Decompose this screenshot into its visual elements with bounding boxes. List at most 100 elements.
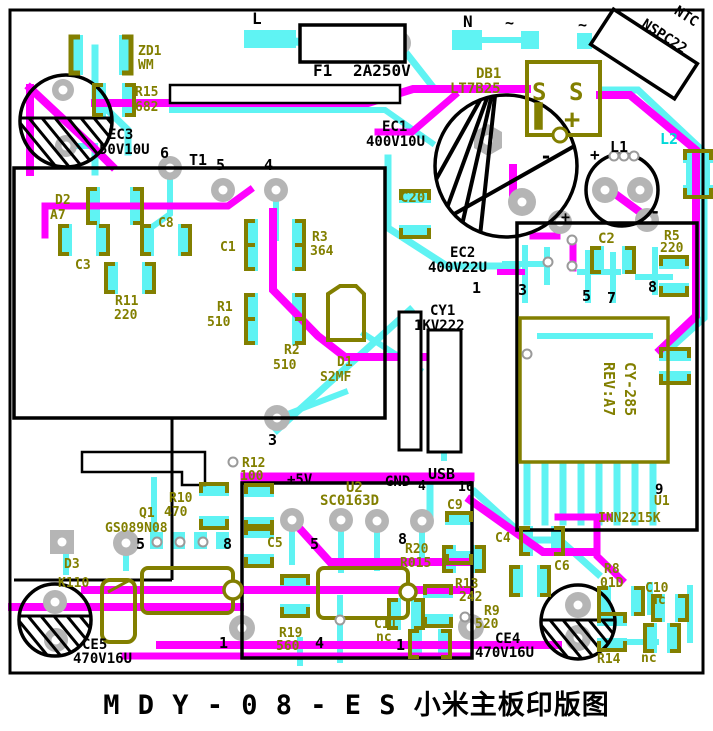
smd-pad-bracket <box>133 187 144 225</box>
silkscreen-label: R2 <box>284 343 300 358</box>
designator-label: +5V <box>287 472 313 488</box>
silkscreen-label: C11 <box>374 617 398 632</box>
silkscreen-label: R8 <box>604 562 620 577</box>
designator-label: 5 <box>310 535 319 553</box>
silkscreen-label: 242 <box>459 590 482 605</box>
smd-pad-bracket <box>122 34 134 76</box>
smd-pad-bracket <box>244 483 274 494</box>
smd-pad-bracket <box>634 586 645 616</box>
silkscreen-label: 682 <box>135 100 158 115</box>
silkscreen-label: 220 <box>660 241 684 256</box>
module-cy285-outline <box>518 316 670 464</box>
smd-pad-bracket <box>475 545 486 573</box>
silkscreen-label: S2MF <box>320 370 351 385</box>
pad-hole <box>121 538 131 548</box>
slot-bottom <box>80 450 207 487</box>
polarity-hatch <box>435 95 577 237</box>
via-holes <box>151 150 640 626</box>
silkscreen-label: nc <box>376 630 392 645</box>
designator-label: USB <box>428 465 455 483</box>
diode-d1-outline <box>326 284 366 342</box>
pad-hole <box>57 537 67 547</box>
silkscreen-label: 100 <box>240 469 264 484</box>
silkscreen-label: C8 <box>158 216 174 231</box>
silkscreen-label: 470 <box>164 505 188 520</box>
transformer-outline <box>12 166 387 420</box>
via <box>197 536 209 548</box>
silkscreen-label: 364 <box>310 244 334 259</box>
smd-pad-bracket <box>554 526 565 556</box>
smd-pad-bracket <box>519 526 530 556</box>
smd-pad-bracket <box>509 565 520 597</box>
ntc-outline <box>588 6 700 102</box>
silkscreen-label: R13 <box>455 577 478 592</box>
silkscreen-label: GS089N08 <box>105 521 168 536</box>
db1-notch <box>551 126 569 144</box>
board-border <box>8 8 705 675</box>
board-caption: M D Y - 0 8 - E S 小米主板印版图 <box>103 690 610 721</box>
db1-minus-mark <box>534 102 543 130</box>
via <box>459 611 471 623</box>
smd-pad-bracket <box>678 594 689 622</box>
silkscreen-label: R15 <box>135 85 158 100</box>
silkscreen-label: Q1 <box>139 506 155 521</box>
silkscreen-label: 510 <box>207 315 231 330</box>
designator-label: 5 <box>216 156 225 174</box>
silkscreen-label: R11 <box>115 294 139 309</box>
silkscreen-label: nc <box>641 651 657 666</box>
silkscreen-label: R015 <box>400 556 431 571</box>
ic-u2-notch <box>398 582 418 602</box>
pad-bottom <box>216 532 229 549</box>
designator-label: F1 <box>313 61 332 80</box>
pad-hole <box>372 516 382 526</box>
smd-pad-bracket <box>86 187 97 225</box>
designator-label: 50V10U <box>99 142 150 158</box>
silkscreen-label: K110 <box>58 576 89 591</box>
designator-label: 5 <box>582 287 591 305</box>
solder-pads <box>43 29 678 652</box>
trace <box>384 154 521 270</box>
pad-hole <box>58 85 68 95</box>
smd-pad-bracket <box>659 347 691 358</box>
pad-hole <box>50 597 60 607</box>
smd-pad-bracket <box>280 574 310 585</box>
designator-label: - <box>540 144 552 168</box>
smd-pad-bracket <box>68 34 80 76</box>
designator-label: 3 <box>518 281 527 299</box>
silkscreen-label: R12 <box>242 456 265 471</box>
silkscreen-label: R10 <box>169 491 193 506</box>
smd-pad-bracket <box>445 511 473 522</box>
silkscreen-label: A7 <box>50 208 66 223</box>
smd-pad-bracket <box>540 565 551 597</box>
designator-label: T1 <box>189 151 207 169</box>
smd-pad-bracket <box>145 262 156 294</box>
smd-pad-bracket <box>659 255 689 266</box>
smd-pad-bracket <box>181 224 192 256</box>
smd-pad-bracket <box>445 554 473 565</box>
smd-pad-bracket <box>199 482 229 493</box>
smd-pad-bracket <box>244 317 255 345</box>
smd-pad-bracket <box>244 557 274 568</box>
smd-pad-bracket <box>244 524 274 535</box>
via <box>227 456 239 468</box>
designator-label: ~ <box>578 16 587 34</box>
designator-label: EC1 <box>382 119 407 135</box>
fuse-f1-outline <box>298 23 407 64</box>
smd-pad-bracket <box>244 243 255 271</box>
smd-pad-bracket <box>442 545 453 573</box>
designator-label: GND <box>385 474 410 490</box>
silkscreen-label: + <box>564 104 580 135</box>
smd-pad-bracket <box>423 584 453 595</box>
designator-label: NTC <box>671 3 701 30</box>
silkscreen-label: CY-285 <box>621 362 639 416</box>
designator-label: L <box>252 9 262 28</box>
designator-label: 400V22U <box>428 260 487 276</box>
silkscreen-label: R9 <box>484 604 500 619</box>
silkscreen-label: S <box>532 78 546 106</box>
smd-pad-bracket <box>399 228 431 239</box>
designator-label: + <box>561 208 570 226</box>
silkscreen-label: D2 <box>55 193 71 208</box>
pad-hole <box>635 185 645 195</box>
via <box>174 536 186 548</box>
designator-label: 8 <box>398 530 407 548</box>
